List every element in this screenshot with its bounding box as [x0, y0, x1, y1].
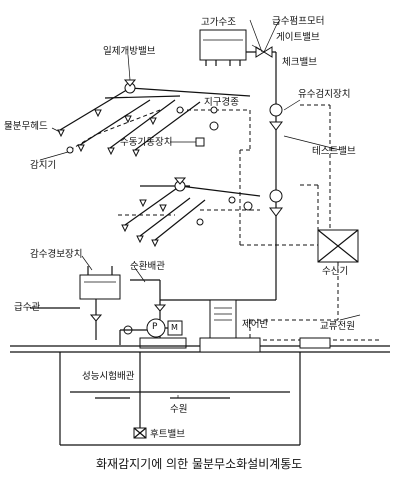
label-gate-valve: 게이트밸브 [276, 32, 320, 43]
label-supply-pipe: 급수관 [14, 302, 41, 313]
label-manual-device: 수동기동장치 [120, 137, 173, 148]
label-foot-valve: 후트밸브 [150, 429, 185, 440]
label-alarm-device: 감수경보장치 [30, 249, 83, 260]
diagram-caption: 화재감지기에 의한 물분무소화설비계통도 [96, 457, 303, 471]
label-control-panel: 제어반 [242, 319, 269, 330]
label-test-port: 지구경종 [204, 97, 239, 108]
floor-slab [10, 337, 390, 353]
alarm-tank [79, 266, 121, 340]
receiver-box [317, 229, 359, 263]
label-performance-pipe: 성능시험배관 [82, 371, 135, 382]
supply-piping [30, 279, 167, 345]
label-pump-starter: 급수펌프모터 [272, 16, 325, 27]
label-detector: 감지기 [30, 160, 57, 171]
tank-outlet-pipe [246, 19, 281, 96]
elevated-tank [199, 29, 247, 66]
lower-sprinkler-grid [118, 177, 261, 248]
label-elevated-tank: 고가수조 [201, 17, 236, 28]
label-receiver: 수신기 [322, 266, 349, 277]
pump-assembly [119, 318, 187, 349]
main-riser [160, 96, 283, 301]
label-pump-p: P [152, 322, 158, 332]
label-circulation: 순환배관 [130, 261, 165, 272]
label-flow-detector: 유수검지장치 [298, 89, 351, 100]
label-motor-m: M [171, 323, 178, 332]
water-reservoir [59, 352, 301, 446]
label-water-source: 수원 [170, 404, 188, 415]
label-check-valve: 체크밸브 [282, 57, 317, 68]
label-deluge-valve: 일제개방밸브 [103, 46, 156, 57]
label-test-valve: 테스트밸브 [312, 146, 356, 157]
label-sprinkler-head: 물분무헤드 [4, 121, 48, 132]
leader-lines [39, 19, 361, 398]
label-ac-power: 교류전원 [320, 321, 355, 332]
upper-sprinkler-grid [57, 79, 251, 158]
detection-wiring [239, 104, 331, 246]
